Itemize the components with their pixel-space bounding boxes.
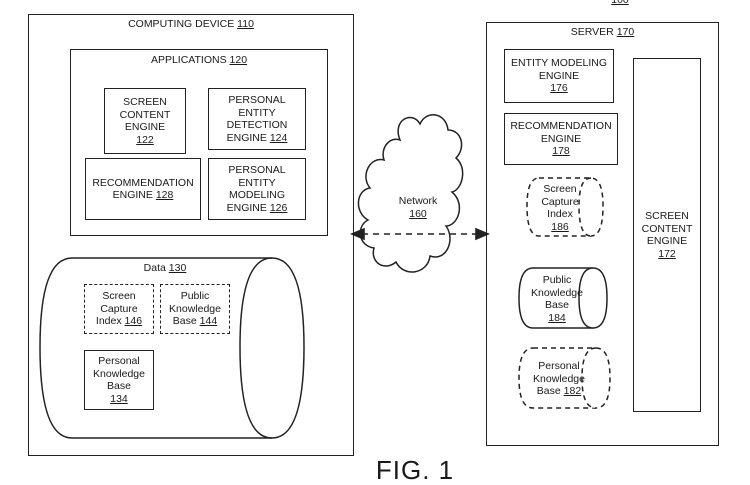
personal-entity-detection-engine-box: PERSONAL ENTITY DETECTION ENGINE 124 (208, 88, 306, 150)
network-arrow (349, 227, 491, 241)
server-public-knowledge-base-label: Public Knowledge Base 184 (531, 274, 583, 324)
diagram-shapes (39, 114, 611, 439)
data-title: Data 130 (143, 262, 187, 274)
server-recommendation-engine-box: RECOMMENDATION ENGINE 178 (504, 113, 618, 165)
server-screen-capture-index-cylinder (526, 177, 604, 237)
server-personal-knowledge-base-cylinder (518, 347, 611, 409)
server-screen-content-engine-box: SCREEN CONTENT ENGINE 172 (633, 58, 701, 412)
computing-device-title: COMPUTING DEVICE 110 (128, 18, 254, 30)
device-public-knowledge-base-box: Public Knowledge Base 144 (160, 284, 230, 334)
recommendation-engine-box: RECOMMENDATION ENGINE 128 (85, 158, 201, 220)
network-cloud (357, 114, 464, 273)
entity-modeling-engine-box: ENTITY MODELING ENGINE 176 (504, 49, 614, 103)
server-personal-knowledge-base-label: Personal Knowledge Base 182 (533, 360, 585, 398)
applications-title: APPLICATIONS 120 (150, 54, 248, 66)
server-box (486, 22, 719, 446)
data-cylinder (39, 257, 305, 439)
screen-content-engine-box: SCREEN CONTENT ENGINE 122 (104, 88, 186, 154)
device-personal-knowledge-base-box: Personal Knowledge Base 134 (84, 350, 154, 410)
personal-entity-modeling-engine-box: PERSONAL ENTITY MODELING ENGINE 126 (208, 158, 306, 220)
network-label: Network 160 (398, 195, 438, 220)
server-public-knowledge-base-cylinder (518, 267, 608, 329)
server-screen-capture-index-label: Screen Capture Index 186 (541, 183, 579, 233)
figure-number: 100 (611, 0, 629, 6)
figure-caption: FIG. 1 (375, 455, 455, 485)
device-screen-capture-index-box: Screen Capture Index 146 (84, 284, 154, 334)
server-title: SERVER 170 (570, 26, 635, 38)
